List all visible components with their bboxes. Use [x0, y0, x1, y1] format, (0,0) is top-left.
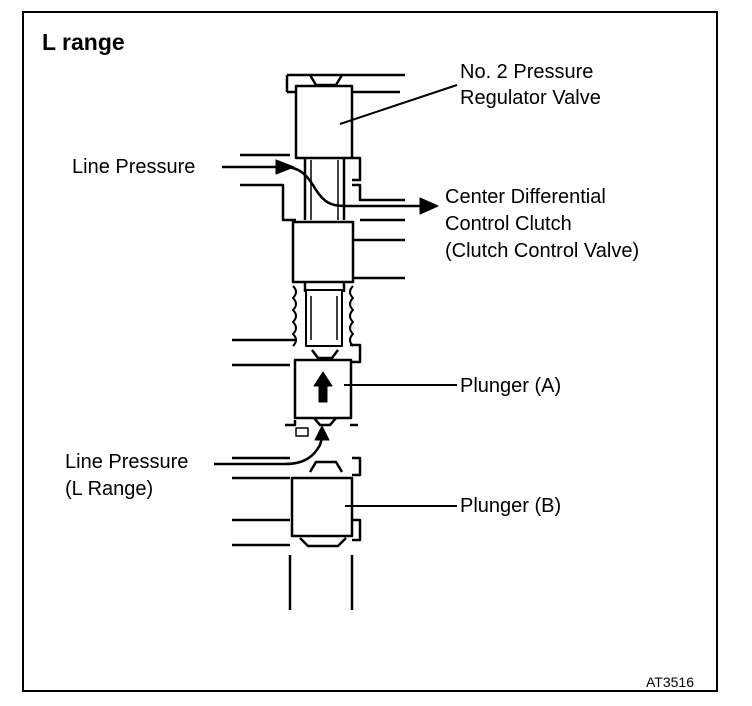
label-center-diff-line1: Center Differential — [445, 186, 606, 208]
label-plunger-b: Plunger (B) — [460, 495, 562, 517]
diagram-title: L range — [42, 29, 125, 55]
label-center-diff-line2: Control Clutch — [445, 213, 572, 235]
arrowhead-right-icon — [419, 197, 439, 215]
l-range-flow-line — [214, 437, 324, 466]
diagram-frame — [22, 11, 718, 692]
spring — [292, 285, 354, 347]
label-regulator-line2: Regulator Valve — [460, 87, 601, 109]
label-line-pressure-bottom-line2: (L Range) — [65, 478, 154, 500]
plunger-b — [290, 460, 354, 548]
plunger-a — [293, 349, 353, 437]
label-regulator-line1: No. 2 Pressure — [460, 61, 594, 83]
label-line-pressure-top: Line Pressure — [72, 156, 196, 178]
leader-regulator — [339, 84, 458, 125]
arrowhead-line-pressure-top-icon — [275, 159, 295, 175]
label-center-diff-line3: (Clutch Control Valve) — [445, 240, 640, 262]
label-plunger-a: Plunger (A) — [460, 375, 562, 397]
figure-code: AT3516 — [646, 674, 694, 690]
label-line-pressure-bottom-line1: Line Pressure — [65, 451, 189, 473]
valve-sleeve — [232, 73, 405, 610]
regulator-valve-spool — [294, 74, 354, 220]
line-pressure-flow-arrow — [222, 165, 420, 208]
clutch-control-valve-spool — [291, 220, 355, 292]
arrowhead-up-icon — [314, 425, 330, 441]
up-arrow-icon — [313, 371, 333, 403]
